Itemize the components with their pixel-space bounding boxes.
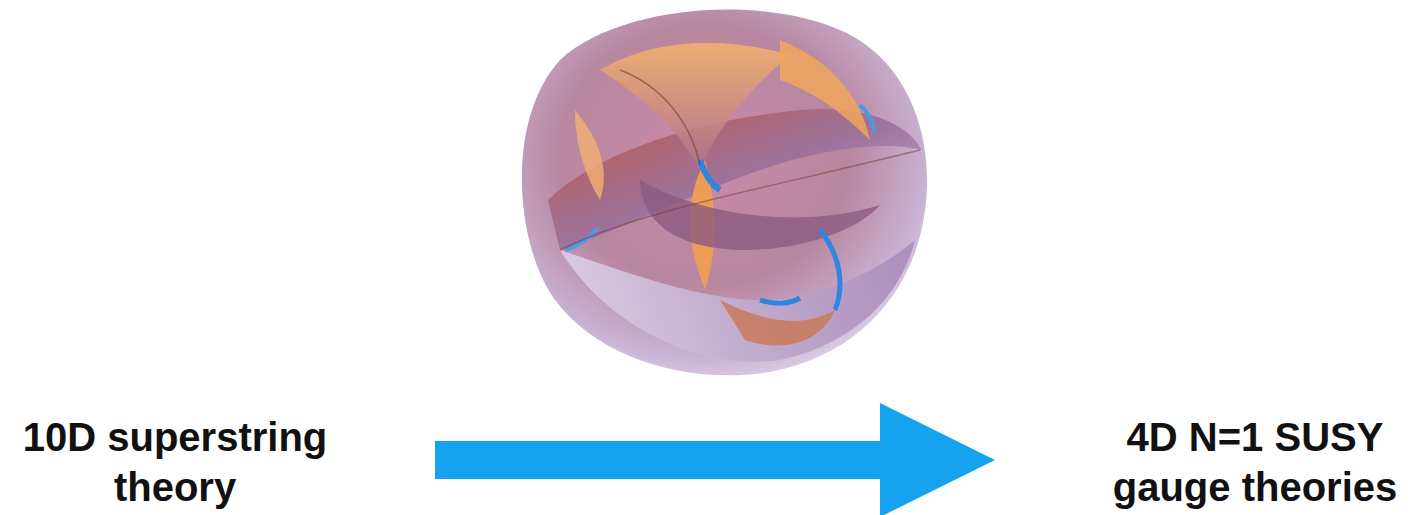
target-label-node: 4D N=1 SUSY gauge theories: [1100, 412, 1410, 512]
manifold-surface: [522, 10, 927, 376]
caption-text: 4D N=1 SUSY gauge theories: [1100, 412, 1410, 512]
block-arrow: [435, 403, 995, 515]
caption-text: 10D superstring theory: [5, 412, 345, 512]
source-label-node: 10D superstring theory: [5, 412, 345, 512]
